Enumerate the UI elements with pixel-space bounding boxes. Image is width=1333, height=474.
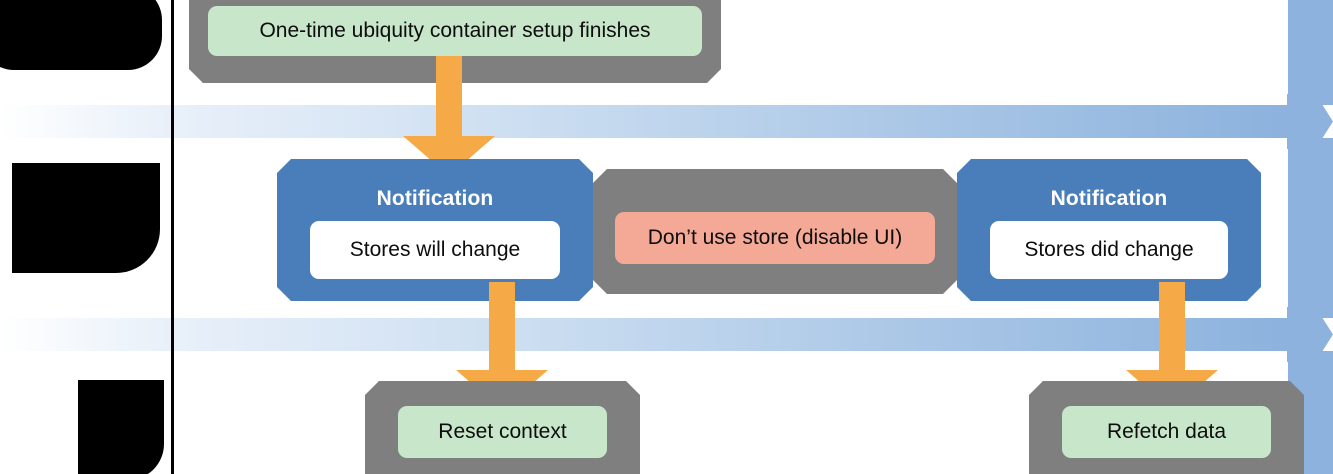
node-refetch-data-label: Refetch data (1062, 406, 1271, 458)
node-refetch-data[interactable]: Refetch data (1029, 381, 1304, 474)
node-setup-label: One-time ubiquity container setup finish… (208, 6, 702, 56)
node-reset-context-label: Reset context (398, 406, 607, 458)
redaction-block-1 (0, 0, 162, 70)
arrow-shaft (436, 56, 462, 144)
band-body (0, 105, 1287, 138)
node-dont-use-store[interactable]: Don’t use store (disable UI) (593, 169, 957, 294)
band-body (0, 318, 1287, 351)
node-dont-use-store-label: Don’t use store (disable UI) (615, 212, 935, 264)
node-stores-did-change-label: Stores did change (990, 221, 1228, 279)
node-reset-context[interactable]: Reset context (365, 381, 640, 474)
node-stores-will-change[interactable]: Notification Stores will change (277, 159, 593, 301)
redaction-block-2 (12, 163, 160, 273)
redaction-block-3 (78, 380, 164, 474)
right-frame-bar-middle (1288, 138, 1333, 318)
node-stores-did-change[interactable]: Notification Stores did change (957, 159, 1261, 301)
arrow-shaft (1159, 282, 1185, 378)
right-frame-bar-top (1288, 0, 1333, 105)
swimlane-band-upper (0, 94, 1333, 149)
arrow-shaft (489, 282, 515, 378)
swimlane-band-lower (0, 307, 1333, 362)
arrow-setup-to-stores-will-change (403, 56, 495, 176)
node-stores-will-change-label: Stores will change (310, 221, 560, 279)
column-divider (171, 0, 174, 474)
